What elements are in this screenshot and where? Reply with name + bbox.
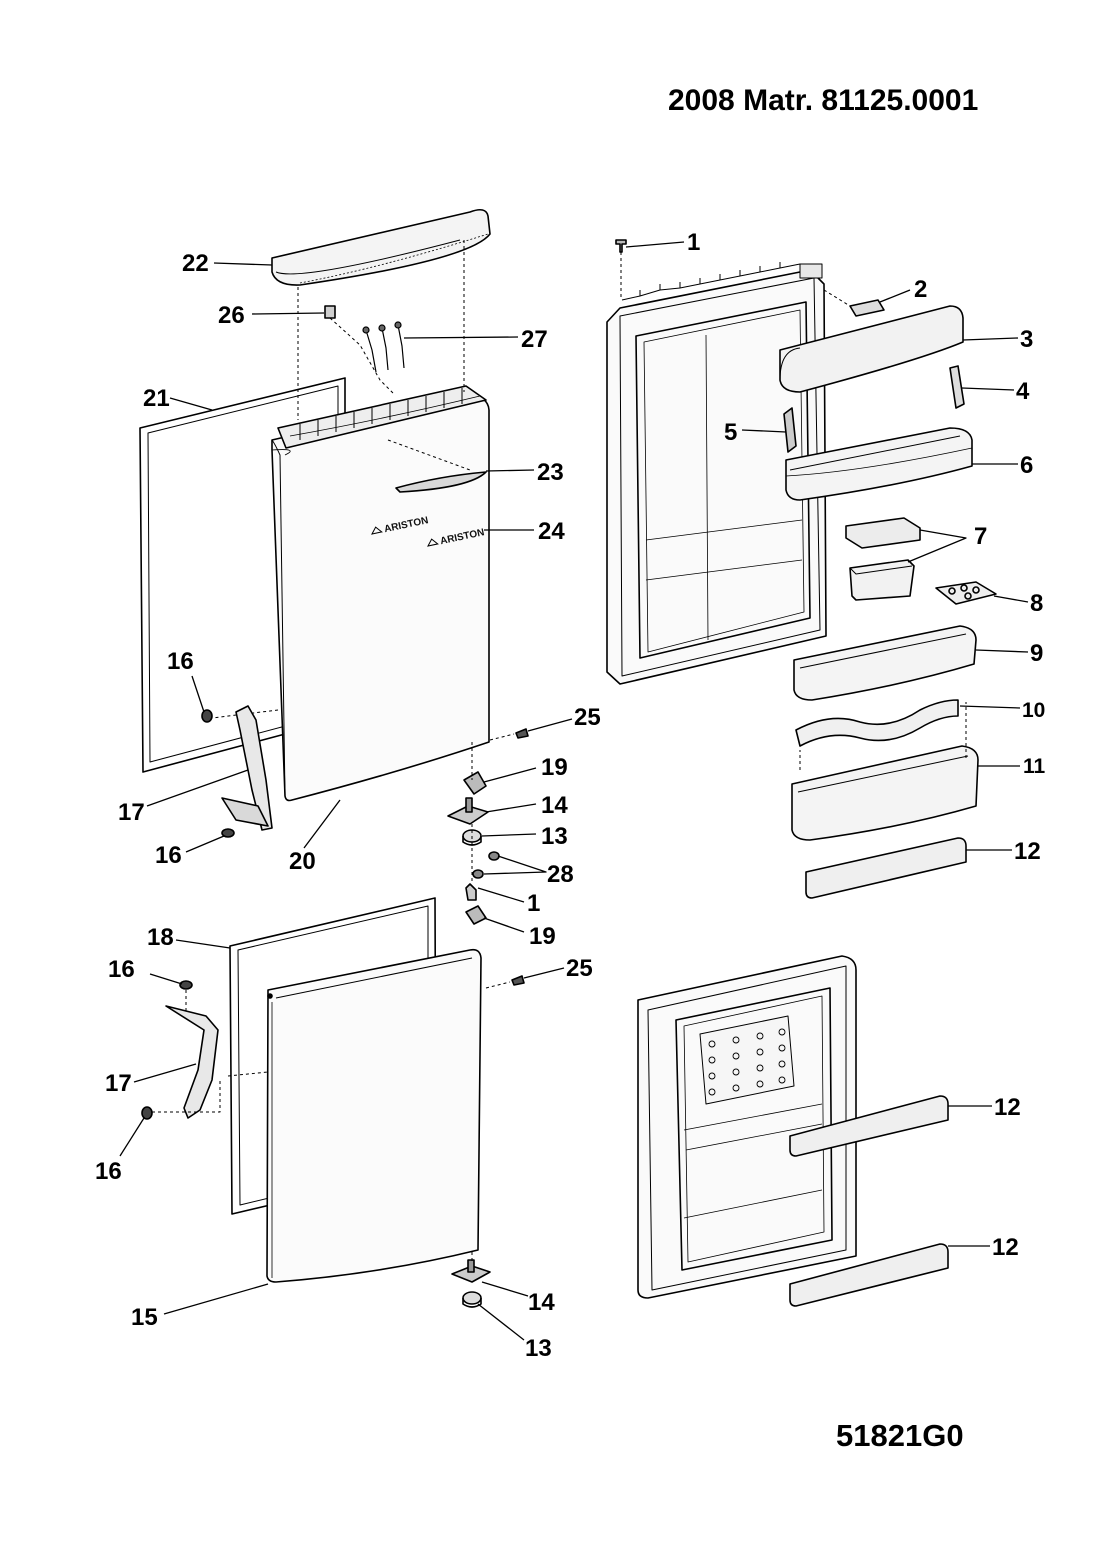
part-label-19-lower: 19 [529, 923, 556, 950]
document-title: 2008 Matr. 81125.0001 [668, 84, 979, 117]
screws-27 [362, 321, 405, 373]
part-label-9: 9 [1030, 640, 1044, 667]
freezer-inner [637, 955, 857, 1299]
part-label-28: 28 [547, 861, 574, 888]
part-label-16-upper-a: 16 [167, 648, 194, 675]
screw-1-top [615, 239, 627, 300]
pin-25b [511, 975, 525, 986]
part-label-25-lower: 25 [566, 955, 593, 982]
part-label-14-upper: 14 [541, 792, 568, 819]
part-label-19-upper: 19 [541, 754, 568, 781]
hinge-17-lower [165, 1005, 219, 1119]
pin-25a [515, 728, 529, 739]
part-label-12-a: 12 [1014, 838, 1041, 865]
balcony-11 [791, 702, 979, 841]
part-label-27: 27 [521, 326, 548, 353]
part-label-16-lower-b: 16 [95, 1158, 122, 1185]
part-label-6: 6 [1020, 452, 1034, 479]
part-label-8: 8 [1030, 590, 1044, 617]
balcony-9 [793, 625, 977, 701]
part-2 [849, 299, 885, 317]
part-label-26: 26 [218, 302, 245, 329]
part-label-4: 4 [1016, 378, 1030, 405]
part-label-17-lower: 17 [105, 1070, 132, 1097]
part-label-11: 11 [1023, 755, 1046, 778]
part-label-7: 7 [974, 523, 988, 550]
part-label-14-lower: 14 [528, 1289, 555, 1316]
part-label-3: 3 [1020, 326, 1034, 353]
part-label-13-upper: 13 [541, 823, 568, 850]
part-label-12-c: 12 [992, 1234, 1019, 1261]
egg-tray-8 [935, 581, 997, 605]
part-label-15: 15 [131, 1304, 158, 1331]
part-label-17-upper: 17 [118, 799, 145, 826]
boxes-7 [845, 517, 921, 601]
cap-16d [141, 1106, 153, 1120]
part-label-21: 21 [143, 385, 170, 412]
cap-16b [221, 828, 235, 838]
rail-12b [789, 1095, 949, 1157]
rail-12a [805, 837, 967, 899]
hinge-17-upper [221, 705, 273, 831]
fridge-door-20 [211, 385, 490, 802]
cap-16a [201, 709, 213, 723]
part-label-23: 23 [537, 459, 564, 486]
part-label-5: 5 [724, 419, 738, 446]
part-label-1-top: 1 [687, 229, 701, 256]
part-label-16-lower-a: 16 [108, 956, 135, 983]
clip-4 [949, 365, 965, 409]
part-label-2: 2 [914, 276, 928, 303]
part-label-10: 10 [1022, 699, 1046, 722]
handle-23 [395, 471, 487, 493]
drawing-code: 51821G0 [836, 1418, 964, 1453]
part-label-25-upper: 25 [574, 704, 601, 731]
cap-16c [179, 980, 193, 990]
shelf-6 [785, 427, 973, 501]
part-label-12-b: 12 [994, 1094, 1021, 1121]
hinge-parts-center [447, 742, 500, 925]
part-label-20: 20 [289, 848, 316, 875]
part-label-16-upper-b: 16 [155, 842, 182, 869]
freezer-door-15 [266, 948, 482, 1283]
clip-26 [324, 305, 336, 319]
top-door-trim-22 [271, 208, 491, 286]
retainer-10 [795, 699, 959, 747]
part-label-22: 22 [182, 250, 209, 277]
part-label-24: 24 [538, 518, 565, 545]
part-label-13-lower: 13 [525, 1335, 552, 1362]
hinge-parts-lower [451, 1252, 491, 1308]
part-label-18: 18 [147, 924, 174, 951]
part-label-1-center: 1 [527, 890, 541, 917]
lid-3 [779, 305, 964, 393]
rail-12c [789, 1243, 949, 1307]
